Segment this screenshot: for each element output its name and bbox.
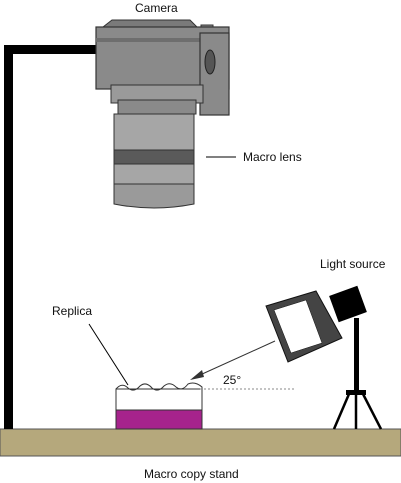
camera-label: Camera — [135, 1, 178, 15]
replica-label: Replica — [52, 304, 92, 318]
angle-label: 25° — [223, 373, 241, 387]
replica — [115, 382, 203, 430]
light-ray-arrow — [190, 340, 276, 380]
camera-icon — [95, 19, 230, 116]
macro-lens — [113, 113, 195, 209]
stand-post — [4, 45, 97, 429]
stand-base — [0, 428, 401, 457]
macro-lens-label: Macro lens — [243, 150, 302, 164]
stand-label: Macro copy stand — [144, 467, 239, 481]
light-source-label: Light source — [320, 257, 386, 271]
replica-leader — [88, 323, 129, 386]
tripod-icon — [332, 318, 383, 430]
lamp-icon — [265, 285, 367, 363]
